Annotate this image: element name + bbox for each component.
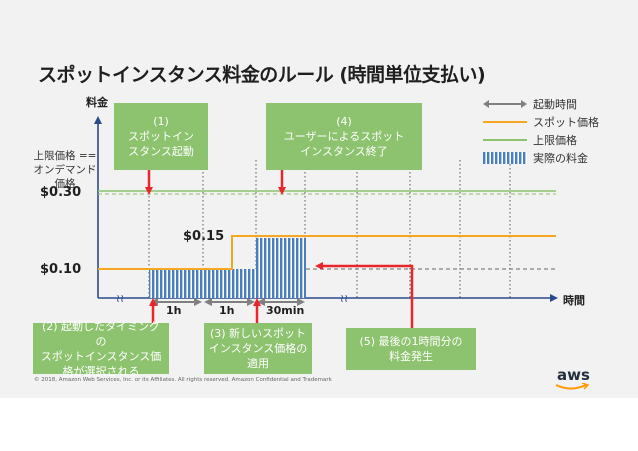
legend-label: 実際の料金 bbox=[533, 152, 588, 165]
duration-label-2: 1h bbox=[219, 304, 235, 317]
callout-user-termination: (4) ユーザーによるスポット インスタンス終了 bbox=[266, 103, 422, 170]
axis-break-mark-1: ≀≀ bbox=[116, 292, 124, 305]
aws-logo: aws bbox=[555, 366, 590, 390]
price-label-010: $0.10 bbox=[40, 262, 82, 277]
x-axis-label: 時間 bbox=[563, 294, 585, 307]
copyright-text: © 2018, Amazon Web Services, Inc. or its… bbox=[34, 377, 332, 383]
price-label-015: $0.15 bbox=[183, 229, 225, 244]
legend-item-actual-charge: 実際の料金 bbox=[483, 150, 588, 166]
double-arrow-icon bbox=[483, 100, 527, 108]
price-label-030: $0.30 bbox=[40, 185, 82, 200]
orange-line-icon bbox=[483, 121, 527, 123]
spot-price-line bbox=[98, 235, 556, 270]
callout-last-hour-charge: (5) 最後の1時間分の 料金発生 bbox=[346, 328, 476, 370]
hatched-box-icon bbox=[483, 152, 527, 164]
legend-item-max-price: 上限価格 bbox=[483, 132, 577, 148]
max-price-note: 上限価格 == オンデマンド 価格 bbox=[33, 150, 97, 190]
green-line-icon bbox=[483, 139, 527, 141]
legend-item-launch-time: 起動時間 bbox=[483, 96, 577, 112]
pricing-diagram: ≀≀ ≀≀ bbox=[94, 116, 558, 328]
axis-break-mark-2: ≀≀ bbox=[340, 292, 348, 305]
aws-logo-text: aws bbox=[557, 366, 590, 384]
slide-title: スポットインスタンス料金のルール (時間単位支払い) bbox=[38, 64, 486, 86]
legend-label: 起動時間 bbox=[533, 98, 577, 111]
duration-label-3: 30min bbox=[266, 304, 305, 317]
callout-price-selected: (2) 起動したタイミングの スポットインスタンス価 格が選択される bbox=[33, 320, 169, 378]
legend-item-spot-price: スポット価格 bbox=[483, 114, 599, 130]
duration-label-1: 1h bbox=[166, 304, 182, 317]
legend-label: スポット価格 bbox=[533, 116, 599, 129]
billed-area-low bbox=[149, 269, 256, 298]
legend-label: 上限価格 bbox=[533, 134, 577, 147]
y-axis-label: 料金 bbox=[86, 96, 108, 109]
billed-area-high bbox=[256, 238, 306, 298]
vertical-gridlines bbox=[148, 160, 511, 298]
aws-smile-icon bbox=[555, 383, 589, 390]
arrow-last-hour-charge bbox=[315, 262, 414, 328]
callout-new-price-applied: (3) 新しいスポット インスタンス価格の 適用 bbox=[204, 323, 312, 374]
callout-instance-start: (1) スポットイン スタンス起動 bbox=[114, 103, 208, 170]
